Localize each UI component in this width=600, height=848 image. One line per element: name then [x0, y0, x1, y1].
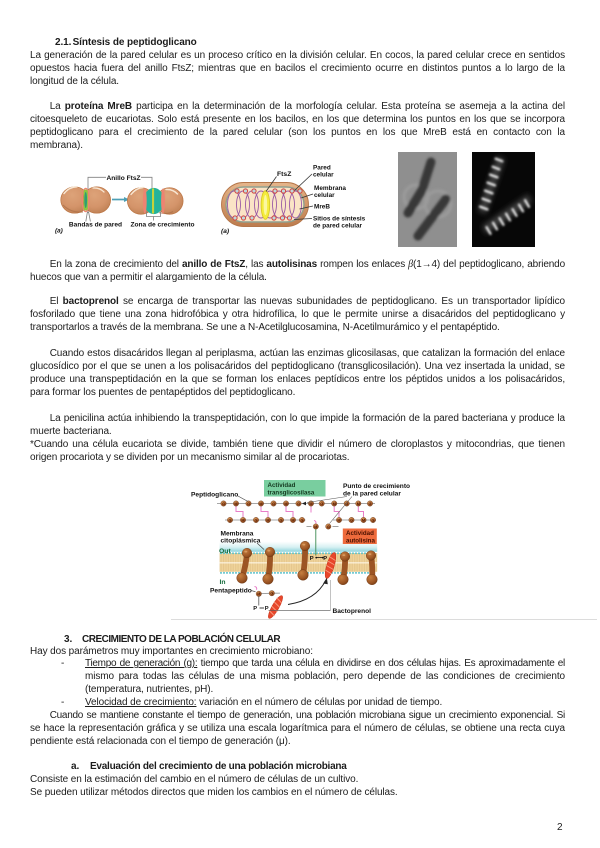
svg-text:G: G — [350, 518, 353, 522]
svg-text:M: M — [357, 502, 360, 506]
svg-text:P: P — [323, 556, 327, 562]
svg-text:M: M — [257, 592, 260, 596]
svg-text:Bactoprenol: Bactoprenol — [333, 608, 372, 615]
svg-text:(a): (a) — [221, 228, 229, 235]
svg-text:M: M — [259, 502, 262, 506]
svg-text:citoplásmica: citoplásmica — [221, 538, 261, 545]
svg-text:M: M — [291, 518, 294, 522]
svg-text:M: M — [309, 502, 312, 506]
svg-text:P: P — [265, 606, 269, 612]
svg-text:Sitios de síntesis: Sitios de síntesis — [313, 216, 366, 223]
svg-text:de la pared celular: de la pared celular — [343, 490, 401, 497]
svg-text:FtsZ: FtsZ — [277, 171, 291, 178]
svg-text:Membrana: Membrana — [314, 185, 346, 192]
svg-text:G: G — [247, 502, 250, 506]
svg-text:autolisina: autolisina — [346, 538, 375, 545]
svg-text:Membrana: Membrana — [221, 531, 254, 538]
svg-text:Bandas de pared: Bandas de pared — [69, 222, 122, 229]
svg-text:M: M — [333, 502, 336, 506]
svg-text:MreB: MreB — [314, 203, 330, 210]
svg-text:M: M — [337, 518, 340, 522]
svg-text:M: M — [266, 518, 269, 522]
svg-text:G: G — [369, 502, 372, 506]
svg-text:G: G — [229, 518, 232, 522]
svg-text:Out: Out — [219, 548, 231, 555]
svg-text:Actividad: Actividad — [268, 482, 296, 489]
svg-text:(a): (a) — [55, 228, 63, 235]
svg-text:M: M — [314, 525, 317, 529]
svg-text:G: G — [270, 592, 273, 596]
svg-text:M: M — [241, 518, 244, 522]
svg-text:G: G — [297, 502, 300, 506]
svg-text:M: M — [362, 518, 365, 522]
svg-text:P: P — [310, 556, 314, 562]
svg-text:G: G — [255, 518, 258, 522]
svg-text:In: In — [220, 579, 226, 586]
svg-text:G: G — [280, 518, 283, 522]
svg-text:G: G — [327, 525, 330, 529]
svg-text:G: G — [345, 502, 348, 506]
svg-text:G: G — [301, 518, 304, 522]
svg-text:transglicosilasa: transglicosilasa — [268, 489, 315, 496]
svg-text:Peptidoglicano: Peptidoglicano — [191, 491, 238, 498]
svg-text:Anillo FtsZ: Anillo FtsZ — [106, 175, 140, 182]
svg-text:M: M — [234, 502, 237, 506]
svg-text:Actividad: Actividad — [346, 530, 374, 537]
svg-text:Zona de crecimiento: Zona de crecimiento — [130, 222, 194, 229]
svg-text:M: M — [284, 502, 287, 506]
svg-text:G: G — [222, 502, 225, 506]
svg-text:Pared: Pared — [313, 165, 331, 172]
svg-text:G: G — [272, 502, 275, 506]
svg-text:G: G — [372, 518, 375, 522]
svg-text:celular: celular — [314, 192, 335, 199]
svg-text:P: P — [253, 606, 257, 612]
svg-text:de pared celular: de pared celular — [313, 223, 363, 230]
svg-text:G: G — [320, 502, 323, 506]
svg-text:Punto de crecimiento: Punto de crecimiento — [343, 483, 410, 490]
svg-text:Pentapeptido: Pentapeptido — [210, 587, 252, 594]
svg-text:celular: celular — [313, 172, 334, 179]
